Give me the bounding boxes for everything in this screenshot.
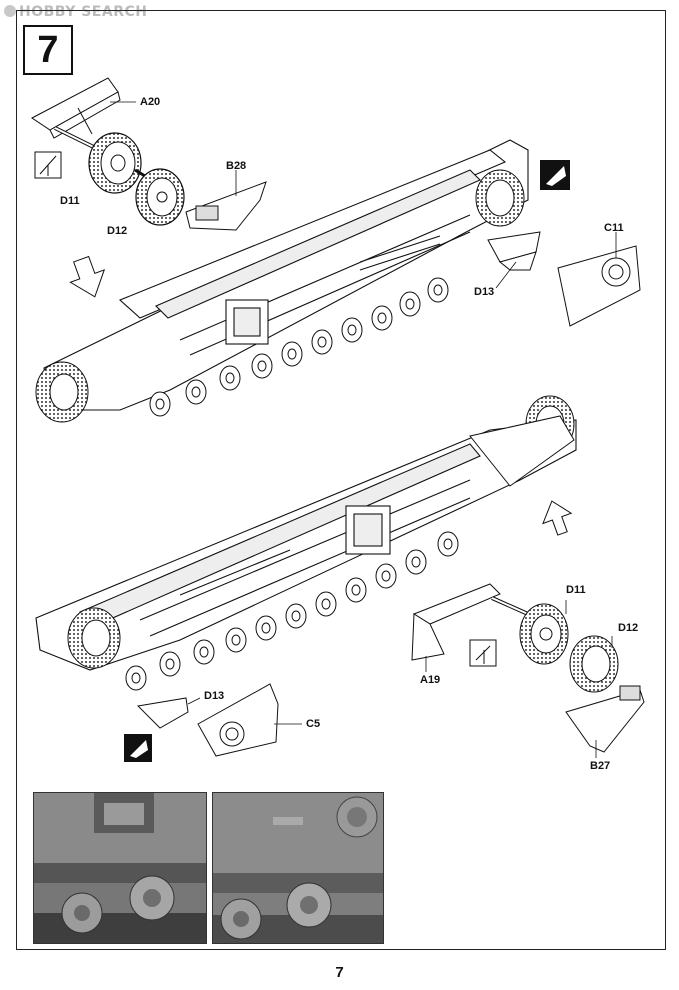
reference-photo-right-image bbox=[213, 793, 383, 943]
part-d13-bracket bbox=[487, 231, 541, 271]
hull-side-bottom bbox=[35, 419, 577, 671]
part-c11-panel bbox=[557, 245, 641, 327]
label-d11-bottom: D11 bbox=[566, 584, 586, 596]
road-wheels-bottom bbox=[125, 531, 459, 691]
arrow-down-icon bbox=[69, 255, 106, 298]
label-d12-top: D12 bbox=[107, 225, 128, 237]
label-b27: B27 bbox=[590, 760, 611, 772]
label-d11-top: D11 bbox=[60, 195, 80, 207]
label-c5: C5 bbox=[306, 718, 321, 730]
watermark-logo-icon bbox=[4, 5, 16, 17]
page-number: 7 bbox=[335, 964, 344, 981]
part-a19-guard bbox=[411, 583, 501, 661]
part-d13-bracket-bottom bbox=[136, 697, 189, 729]
label-c11: C11 bbox=[604, 222, 624, 234]
reference-photo-left-image bbox=[34, 793, 206, 943]
part-d11-sprocket bbox=[88, 132, 142, 194]
part-b27-bracket bbox=[565, 685, 645, 753]
cement-paint-icon bbox=[540, 160, 570, 190]
cement-paint-icon-bottom bbox=[124, 734, 152, 762]
part-c5-panel bbox=[197, 683, 279, 757]
hull-side-top bbox=[43, 139, 529, 411]
step-number: 7 bbox=[23, 25, 73, 75]
rear-plate-bottom bbox=[469, 415, 575, 487]
rear-idler-top bbox=[475, 169, 525, 227]
label-d13-top: D13 bbox=[474, 286, 495, 298]
part-b28-bracket bbox=[185, 181, 267, 231]
part-d12-sprocket-bottom bbox=[569, 635, 619, 693]
arrow-up-icon bbox=[542, 500, 573, 536]
cement-icon bbox=[34, 151, 62, 179]
front-sprocket-bottom bbox=[67, 607, 121, 669]
road-wheels-top bbox=[149, 277, 449, 417]
part-a20-guard bbox=[31, 77, 121, 139]
reference-photo-right bbox=[212, 792, 384, 944]
front-sprocket-top bbox=[35, 361, 89, 423]
part-d12-sprocket bbox=[135, 168, 185, 226]
reference-photo-left bbox=[33, 792, 207, 944]
part-d11-sprocket-bottom bbox=[519, 603, 569, 665]
label-d13-bottom: D13 bbox=[204, 690, 225, 702]
label-a20: A20 bbox=[140, 96, 161, 108]
label-a19: A19 bbox=[420, 674, 441, 686]
label-d12-bottom: D12 bbox=[618, 622, 639, 634]
cement-icon-bottom bbox=[469, 639, 497, 667]
watermark: HOBBY SEARCH bbox=[4, 4, 147, 20]
label-b28: B28 bbox=[226, 160, 247, 172]
page-frame bbox=[16, 10, 666, 950]
